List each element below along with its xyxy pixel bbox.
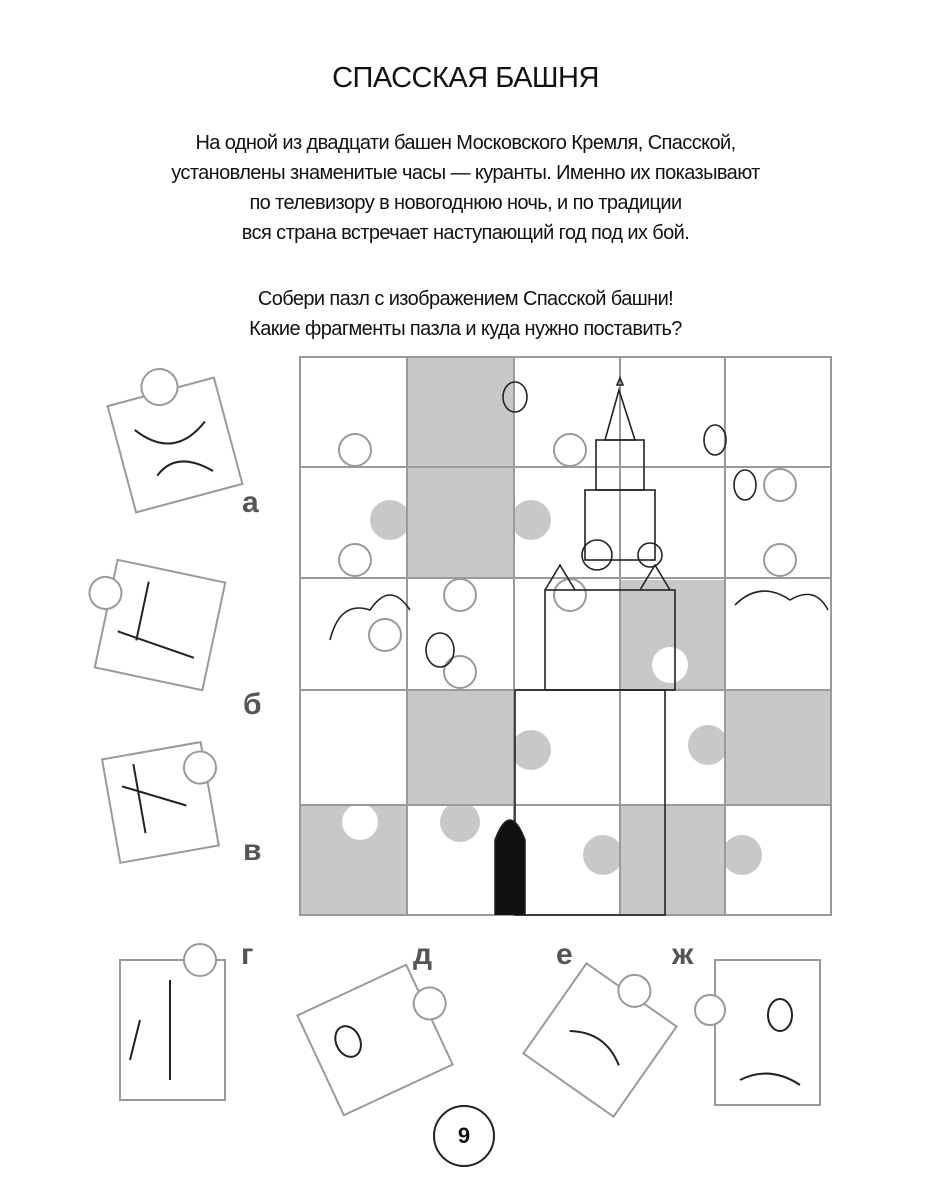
piece-label-b: б bbox=[243, 688, 262, 721]
piece-label-g: г bbox=[241, 938, 254, 971]
missing-slots bbox=[300, 357, 831, 915]
page-title: СПАССКАЯ БАШНЯ bbox=[332, 62, 599, 94]
piece-g bbox=[119, 943, 226, 1101]
piece-e bbox=[522, 962, 678, 1118]
piece-label-d: д bbox=[413, 938, 433, 971]
piece-label-e: е bbox=[556, 938, 573, 971]
intro-line: На одной из двадцати башен Московского К… bbox=[195, 132, 736, 154]
intro-text: На одной из двадцати башен Московского К… bbox=[0, 128, 931, 248]
task-line: Какие фрагменты пазла и куда нужно поста… bbox=[249, 318, 682, 340]
loose-pieces bbox=[88, 368, 821, 1118]
piece-label-v: в bbox=[243, 834, 262, 867]
intro-line: по телевизору в новогоднюю ночь, и по тр… bbox=[249, 192, 682, 214]
spasskaya-tower-drawing bbox=[329, 375, 829, 916]
piece-v bbox=[100, 740, 220, 865]
piece-zh bbox=[694, 959, 821, 1106]
page-number: 9 bbox=[433, 1105, 495, 1167]
puzzle-board bbox=[299, 356, 832, 916]
task-line: Собери пазл с изображением Спасской башн… bbox=[257, 288, 674, 310]
piece-d bbox=[296, 963, 454, 1117]
piece-a bbox=[106, 368, 244, 514]
piece-label-a: а bbox=[242, 486, 259, 519]
piece-b bbox=[88, 558, 227, 692]
intro-line: вся страна встречает наступающий год под… bbox=[241, 222, 690, 244]
piece-label-zh: ж bbox=[672, 938, 694, 971]
intro-line: установлены знаменитые часы — куранты. И… bbox=[171, 162, 760, 184]
task-text: Собери пазл с изображением Спасской башн… bbox=[0, 284, 931, 344]
